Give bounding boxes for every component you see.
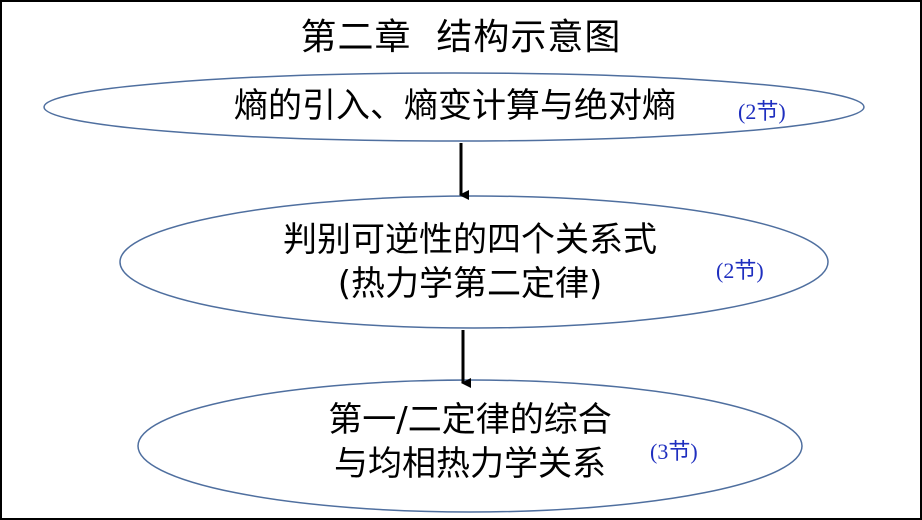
diagram-title: 第二章 结构示意图	[300, 17, 622, 58]
node-1-line-1: 熵的引入、熵变计算与绝对熵	[234, 86, 676, 126]
node-1-text: 熵的引入、熵变计算与绝对熵	[180, 84, 730, 128]
node-1-section-badge: (2节)	[738, 99, 786, 124]
node-3-section-badge: (3节)	[650, 439, 698, 464]
node-2-text: 判别可逆性的四个关系式 (热力学第二定律)	[230, 218, 710, 306]
node-3-line-1: 第一/二定律的综合	[328, 400, 612, 440]
node-3-text: 第一/二定律的综合 与均相热力学关系	[290, 398, 650, 486]
node-ellipse-1	[43, 72, 865, 142]
node-2-section-badge: (2节)	[716, 258, 764, 283]
node-ellipse-2	[119, 195, 829, 329]
node-2-line-1: 判别可逆性的四个关系式	[283, 220, 657, 260]
node-2-line-2: (热力学第二定律)	[337, 264, 603, 304]
node-3-line-2: 与均相热力学关系	[334, 444, 606, 484]
